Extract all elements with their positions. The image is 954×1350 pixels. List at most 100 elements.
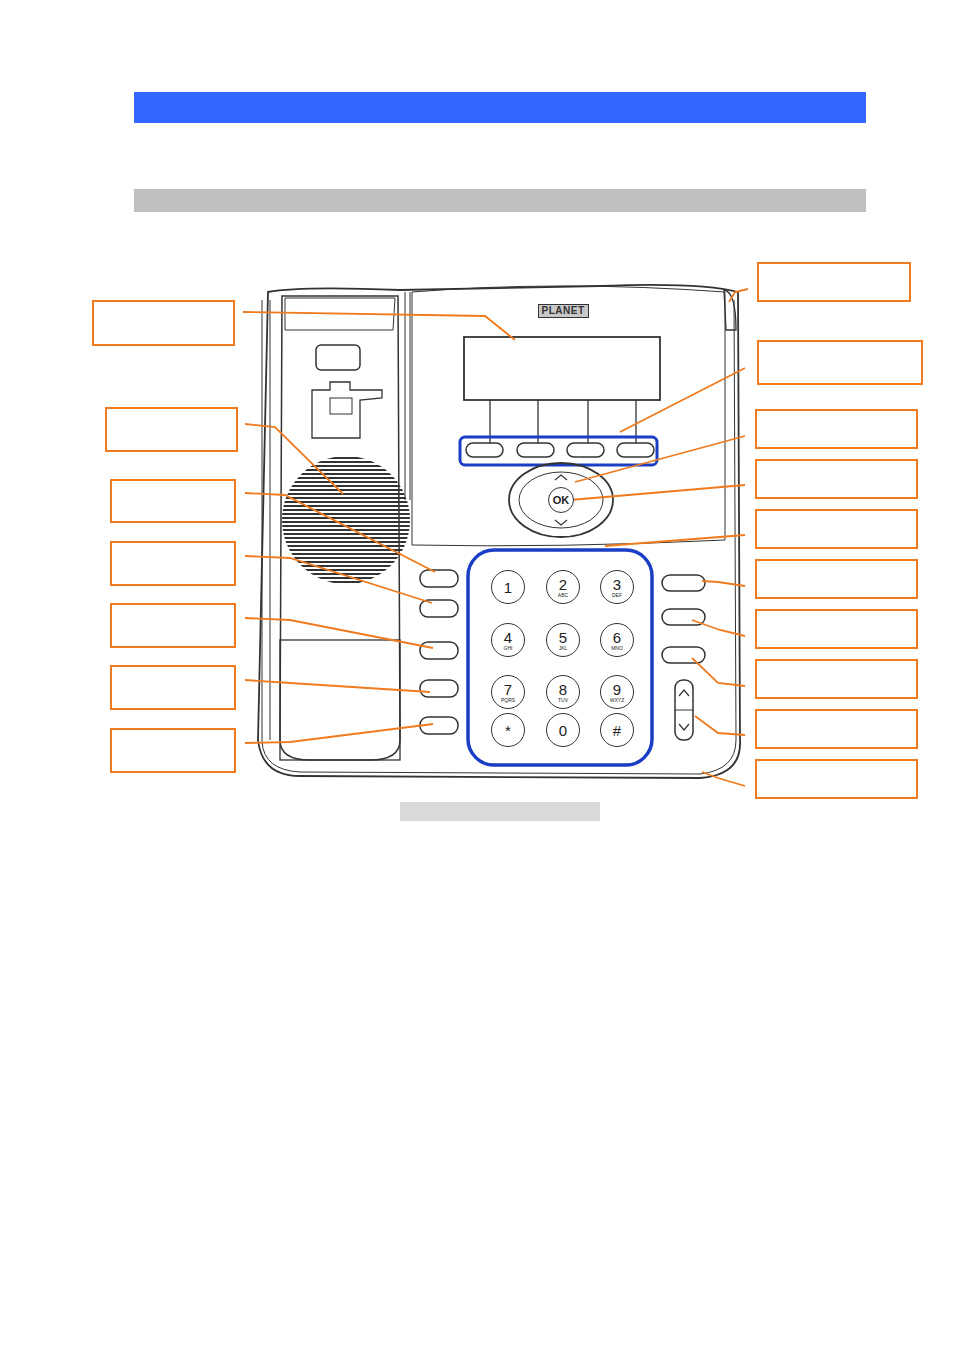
volume-split — [675, 710, 693, 711]
keypad-key: # — [600, 713, 634, 747]
callout-box — [756, 560, 917, 598]
leader-line — [620, 368, 745, 432]
callout-box — [111, 542, 235, 585]
key-digit: 6 — [613, 630, 621, 645]
grill-line — [280, 473, 412, 475]
leader-line — [570, 485, 745, 500]
key-digit: # — [613, 723, 621, 738]
grill-line — [280, 573, 412, 575]
keypad-key: 7PQRS — [491, 675, 525, 709]
hook-tab — [330, 398, 352, 414]
callout-box — [756, 510, 917, 548]
leader-line — [729, 289, 748, 302]
nav-ring — [509, 463, 613, 537]
callout-box — [756, 660, 917, 698]
handset-edge — [270, 300, 271, 740]
key-digit: 0 — [559, 723, 567, 738]
function-button — [420, 642, 458, 659]
leader-line — [702, 772, 745, 786]
button-label: PLANET — [542, 306, 585, 316]
callout-box — [111, 604, 235, 647]
callout-box — [756, 410, 917, 448]
keypad-key: 5JKL — [546, 623, 580, 657]
keypad-key: 6MNO — [600, 623, 634, 657]
callout-box — [756, 710, 917, 748]
grill-line — [280, 493, 412, 495]
grill-line — [280, 457, 412, 459]
grill-line — [280, 581, 412, 583]
key-digit: 9 — [613, 682, 621, 697]
faceplate — [412, 286, 725, 546]
key-letters: GHI — [504, 646, 513, 651]
keypad-key: 3DEF — [600, 570, 634, 604]
leader-line — [702, 581, 745, 586]
callout-box — [756, 760, 917, 798]
function-button — [420, 600, 458, 617]
caption-bar — [400, 802, 600, 821]
grill-line — [280, 565, 412, 567]
grill-line — [280, 485, 412, 487]
grill-line — [280, 521, 412, 523]
brand-logo: PLANET — [538, 304, 589, 318]
grill-line — [280, 465, 412, 467]
key-letters: TUV — [558, 698, 568, 703]
grill-line — [280, 517, 412, 519]
key-digit: 2 — [559, 577, 567, 592]
grill-line — [280, 545, 412, 547]
volume-down — [679, 724, 689, 730]
leader-line — [692, 658, 745, 686]
grill-line — [280, 481, 412, 483]
leader-line — [245, 724, 433, 743]
callout-box — [111, 666, 235, 709]
grill-line — [280, 541, 412, 543]
key-digit: 4 — [504, 630, 512, 645]
callout-box — [756, 610, 917, 648]
keypad-key: 9WXYZ — [600, 675, 634, 709]
phone-body-inner — [262, 300, 736, 774]
key-digit: 8 — [559, 682, 567, 697]
key-letters: MNO — [611, 646, 623, 651]
leader-line — [245, 680, 430, 692]
leader-line — [245, 424, 343, 494]
grill-line — [280, 505, 412, 507]
volume-up — [679, 690, 689, 696]
key-digit: 3 — [613, 577, 621, 592]
keypad-key: 1 — [491, 570, 525, 604]
function-button — [662, 575, 705, 591]
title-bar — [134, 92, 866, 123]
key-digit: * — [505, 723, 511, 738]
keypad-key: 0 — [546, 713, 580, 747]
callout-box — [756, 460, 917, 498]
key-letters: ABC — [558, 593, 568, 598]
key-letters: JKL — [559, 646, 568, 651]
leader-line — [575, 436, 745, 482]
hook-button — [316, 345, 360, 370]
grill-line — [280, 489, 412, 491]
callout-box — [106, 408, 237, 451]
nav-up — [555, 475, 567, 480]
grill-line — [280, 577, 412, 579]
softkey — [567, 443, 604, 457]
phone-body — [258, 285, 740, 778]
leader-line — [692, 620, 745, 636]
callout-box — [111, 729, 235, 772]
grill-line — [280, 569, 412, 571]
keypad-key: 8TUV — [546, 675, 580, 709]
leader-line — [245, 493, 435, 572]
panel-edge — [405, 292, 406, 500]
handset — [280, 296, 400, 760]
section-bar — [134, 189, 866, 212]
grill-line — [280, 513, 412, 515]
nav-inner — [519, 472, 603, 528]
grill-line — [280, 537, 412, 539]
leader-line — [245, 618, 433, 648]
grill-line — [280, 461, 412, 463]
grill-line — [280, 533, 412, 535]
grill-line — [280, 477, 412, 479]
speaker-grill — [280, 458, 412, 582]
function-button — [662, 647, 705, 663]
softkey — [617, 443, 654, 457]
side-strip — [724, 290, 736, 330]
